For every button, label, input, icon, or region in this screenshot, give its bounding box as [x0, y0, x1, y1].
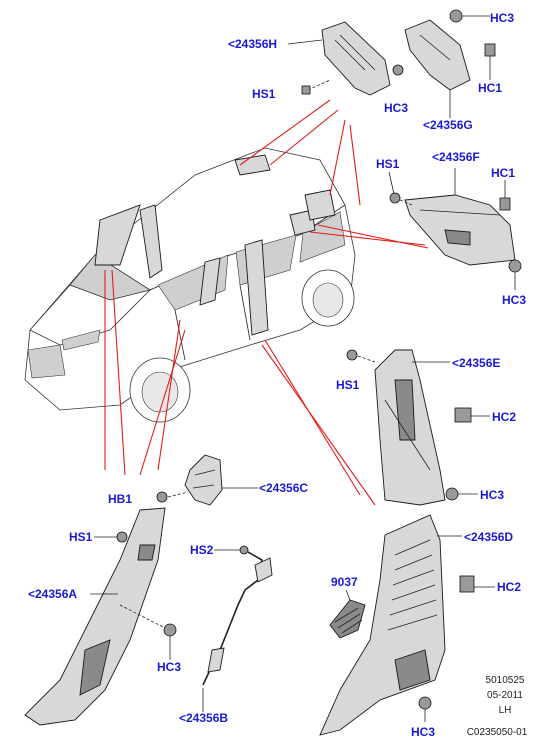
part-24356b — [202, 545, 273, 712]
callout-24356e: <24356E — [452, 356, 500, 370]
callout-hs1-f: HS1 — [376, 157, 400, 171]
part-24356c — [156, 454, 258, 506]
part-24356a — [24, 507, 177, 726]
callout-hs1-a: HS1 — [69, 530, 93, 544]
callout-hc3-e: HC3 — [480, 488, 504, 502]
caption-line-2: 05-2011 — [487, 690, 523, 701]
callout-24356f: <24356F — [432, 150, 480, 164]
callout-hc3-d: HC3 — [411, 725, 435, 739]
callout-24356b: <24356B — [179, 711, 228, 725]
callout-hc3-f: HC3 — [502, 293, 526, 307]
part-9037 — [329, 589, 366, 639]
part-24356g — [404, 9, 496, 118]
callout-hs1-top: HS1 — [252, 87, 276, 101]
callout-9037: 9037 — [331, 575, 358, 589]
caption-line-1: 5010525 — [486, 675, 525, 686]
vehicle-illustration — [24, 147, 356, 423]
part-24356e — [346, 349, 490, 506]
callout-hc1-top: HC1 — [478, 81, 502, 95]
callout-24356c: <24356C — [259, 481, 308, 495]
callout-24356g: <24356G — [423, 118, 473, 132]
part-24356d — [319, 514, 495, 736]
callout-hc1-f: HC1 — [491, 166, 515, 180]
callout-24356h: <24356H — [228, 37, 277, 51]
drawing-caption: 5010525 05-2011 LH C0235050-01 — [467, 675, 528, 738]
callout-24356d: <24356D — [464, 530, 513, 544]
callout-hb1: HB1 — [108, 492, 132, 506]
callout-24356a: <24356A — [28, 587, 77, 601]
callout-hs1-e: HS1 — [336, 378, 360, 392]
callout-hc3-mid: HC3 — [384, 101, 408, 115]
callout-hc2-e: HC2 — [492, 410, 516, 424]
callout-hc3-top: HC3 — [490, 11, 514, 25]
part-24356h — [287, 21, 404, 96]
caption-line-3: LH — [499, 705, 512, 716]
callout-hc3-a: HC3 — [157, 660, 181, 674]
callout-labels: HC3 <24356H HS1 HC3 HC1 <24356G <24356F … — [28, 11, 526, 739]
callout-hc2-d: HC2 — [497, 580, 521, 594]
callout-hs2: HS2 — [190, 543, 214, 557]
red-leader-lines — [104, 99, 429, 506]
part-24356f — [388, 168, 522, 290]
caption-line-4: C0235050-01 — [467, 727, 528, 738]
